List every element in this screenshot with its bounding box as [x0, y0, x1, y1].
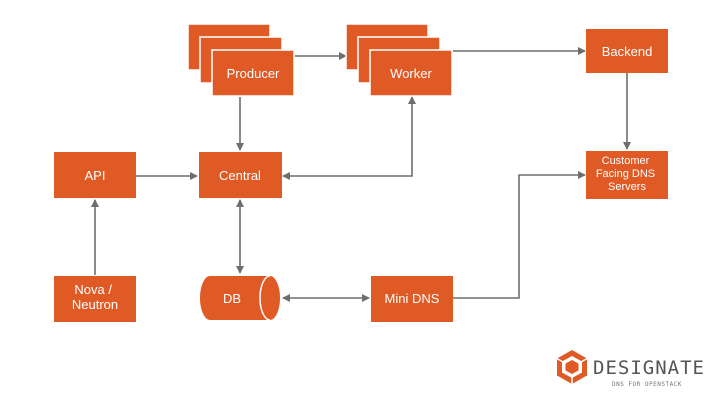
worker-box — [369, 49, 453, 97]
worker-node: Worker — [345, 23, 453, 97]
backend-node: Backend — [586, 29, 668, 73]
designate-logo: DESIGNATE DNS FOR OPENSTACK — [556, 350, 705, 388]
logo-title: DESIGNATE — [593, 357, 705, 379]
db-cylinder-body — [200, 276, 280, 320]
mini-dns-label: Mini DNS — [385, 291, 440, 306]
api-node: API — [54, 152, 136, 198]
nova-neutron-node: Nova / Neutron — [54, 276, 136, 322]
customer-dns-label-line-2: Facing DNS — [596, 168, 655, 180]
nova-neutron-label-line-2: Neutron — [72, 297, 118, 312]
db-node: DB — [200, 275, 280, 321]
mini-dns-node: Mini DNS — [371, 276, 453, 322]
logo-subtitle: DNS FOR OPENSTACK — [612, 381, 682, 388]
edge-worker-central — [282, 96, 416, 180]
nova-neutron-box — [54, 276, 136, 322]
central-node: Central — [199, 152, 282, 198]
connectors — [91, 47, 631, 302]
backend-label: Backend — [602, 44, 653, 59]
producer-label: Producer — [227, 66, 280, 81]
db-cylinder-end — [259, 275, 271, 321]
nova-neutron-label-line-1: Nova / — [74, 282, 112, 297]
customer-dns-label: Customer Facing DNS Servers — [596, 155, 658, 193]
backend-box — [586, 29, 668, 73]
db-label: DB — [223, 291, 241, 306]
customer-dns-label-line-1: Customer — [602, 155, 650, 167]
central-box — [199, 152, 282, 198]
edge-mini-dns-customer-dns — [453, 171, 586, 299]
nova-neutron-label: Nova / Neutron — [72, 282, 118, 312]
api-box — [54, 152, 136, 198]
api-label: API — [85, 168, 106, 183]
mini-dns-box — [371, 276, 453, 322]
customer-dns-box — [586, 151, 668, 199]
central-label: Central — [219, 168, 261, 183]
producer-node: Producer — [187, 23, 295, 97]
customer-dns-node: Customer Facing DNS Servers — [586, 151, 668, 199]
producer-box — [211, 49, 295, 97]
customer-dns-label-line-3: Servers — [608, 181, 646, 193]
worker-label: Worker — [390, 66, 432, 81]
designate-hexagon-icon — [556, 350, 588, 384]
